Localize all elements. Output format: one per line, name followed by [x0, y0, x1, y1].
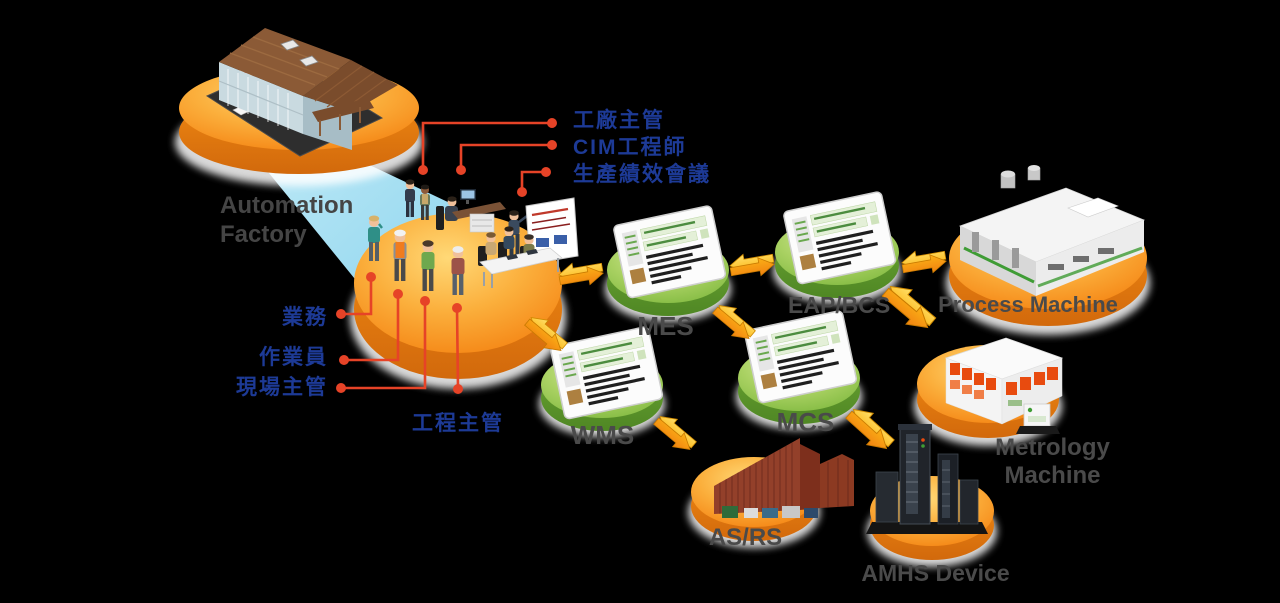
staff-figure: [420, 184, 430, 220]
double-arrow-icon: [899, 245, 949, 279]
computer-desk: [436, 189, 506, 233]
double-arrow-icon: [727, 248, 777, 282]
node-label-metrology-machine: Metrology Machine: [995, 434, 1110, 489]
amhs-device-icon: [866, 424, 988, 534]
node-label-wms: WMS: [570, 420, 635, 450]
worker-green-figure: [421, 240, 435, 291]
role-connectors: [341, 121, 552, 390]
worker-helmet-figure: [451, 246, 465, 295]
node-label-process-machine: Process Machine: [938, 292, 1118, 317]
role-label-cim-engineer: CIM工程師: [573, 136, 687, 159]
role-label-engineering-supervisor: 工程主管: [412, 412, 504, 435]
node-label-eap-bcs: EAP/BCS: [788, 292, 891, 318]
role-label-production-performance-meeting: 生產績效會議: [573, 163, 711, 186]
manager-figure: [405, 179, 415, 217]
node-label-asrs: AS/RS: [708, 524, 783, 551]
role-label-site-supervisor: 現場主管: [236, 376, 328, 399]
meeting-table-group: [478, 226, 563, 288]
metrology-machine-icon: [944, 337, 1064, 434]
process-machine-icon: [958, 165, 1146, 296]
factory-label: Automation Factory: [220, 192, 354, 248]
role-label-sales: 業務: [282, 306, 328, 329]
asrs-rack-icon: [714, 438, 854, 518]
double-arrow-icon: [556, 257, 606, 291]
factory-building-icon: [205, 28, 398, 157]
role-label-factory-supervisor: 工廠主管: [573, 109, 665, 132]
worker-orange-vest-figure: [393, 229, 407, 281]
role-label-operator: 作業員: [259, 346, 328, 369]
node-label-mcs: MCS: [776, 407, 835, 437]
node-label-amhs-device: AMHS Device: [861, 560, 1010, 586]
role-connector-dots: [336, 118, 557, 394]
phone-woman-figure: [368, 215, 383, 261]
people-group-icon: [368, 179, 579, 295]
node-label-mes: MES: [637, 311, 694, 341]
